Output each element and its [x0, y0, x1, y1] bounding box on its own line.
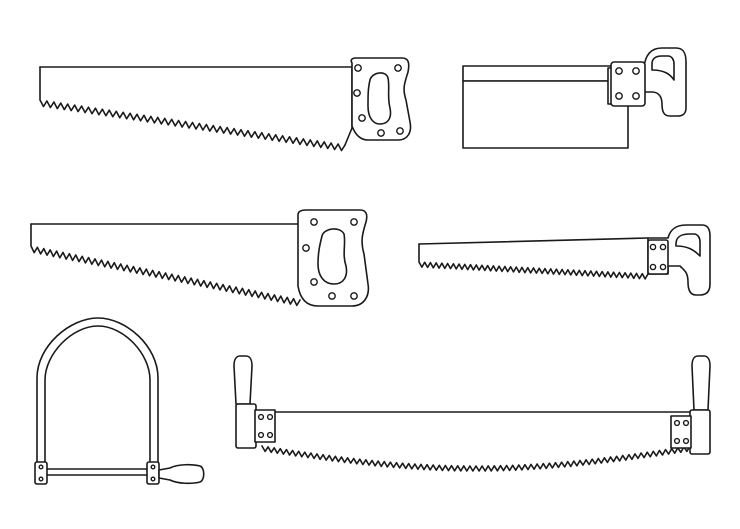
back-saw-blade [462, 80, 629, 149]
rivet-icon [350, 218, 358, 226]
keyhole-saw-grip-hole [675, 233, 701, 257]
rivet-icon [354, 64, 362, 72]
rivet-icon [673, 437, 681, 445]
screw-icon [150, 476, 156, 482]
two-man-saw [233, 355, 711, 472]
hand-saw-large-teeth [39, 66, 346, 152]
two-man-saw-teeth [261, 445, 691, 472]
rivet-icon [302, 244, 310, 252]
rivet-icon [310, 278, 318, 286]
keyhole-saw-teeth [418, 243, 649, 280]
screw-icon [150, 464, 156, 470]
back-saw [462, 47, 687, 149]
rivet-icon [649, 243, 657, 251]
rivet-icon [682, 419, 690, 427]
rivet-icon [615, 92, 623, 100]
keyhole-saw [418, 224, 711, 296]
coping-saw-handle [158, 463, 205, 485]
rivet-icon [257, 431, 265, 439]
hand-saw-large-handle [350, 57, 412, 141]
two-man-saw-ferrule-left [235, 403, 257, 449]
hand-saw-large [39, 57, 412, 152]
coping-saw-clamp-left [34, 461, 48, 485]
coping-saw-frame-outer [36, 317, 159, 471]
hand-saw-medium-grip-hole [317, 228, 348, 285]
rivet-icon [659, 243, 667, 251]
two-man-saw-handle-left [233, 355, 253, 405]
rivet-icon [353, 89, 361, 97]
rivet-icon [682, 437, 690, 445]
rivet-icon [632, 92, 640, 100]
two-man-saw-handle-right [691, 355, 711, 411]
coping-saw-frame-inner [44, 325, 151, 465]
hand-saw-large-blade [39, 66, 353, 146]
rivet-icon [266, 431, 274, 439]
rivet-icon [328, 292, 336, 300]
rivet-icon [394, 64, 402, 72]
coping-saw [34, 317, 205, 485]
hand-saw-large-grip-hole [367, 72, 392, 125]
rivet-icon [649, 263, 657, 271]
back-saw-grip-hole [651, 55, 675, 81]
hand-saw-medium-teeth [30, 223, 301, 307]
keyhole-saw-blade [418, 237, 649, 245]
rivet-icon [266, 413, 274, 421]
rivet-icon [659, 263, 667, 271]
rivet-icon [632, 67, 640, 75]
two-man-saw-ferrule-right [689, 409, 711, 455]
back-saw-spine [462, 65, 619, 82]
hand-saw-medium-handle [297, 209, 370, 307]
screw-icon [38, 476, 44, 482]
screw-icon [38, 464, 44, 470]
hand-saw-medium [30, 209, 370, 307]
rivet-icon [377, 129, 385, 137]
rivet-icon [396, 127, 404, 135]
rivet-icon [358, 114, 366, 122]
rivet-icon [350, 292, 358, 300]
rivet-icon [673, 419, 681, 427]
rivet-icon [615, 67, 623, 75]
rivet-icon [310, 218, 318, 226]
rivet-icon [257, 413, 265, 421]
